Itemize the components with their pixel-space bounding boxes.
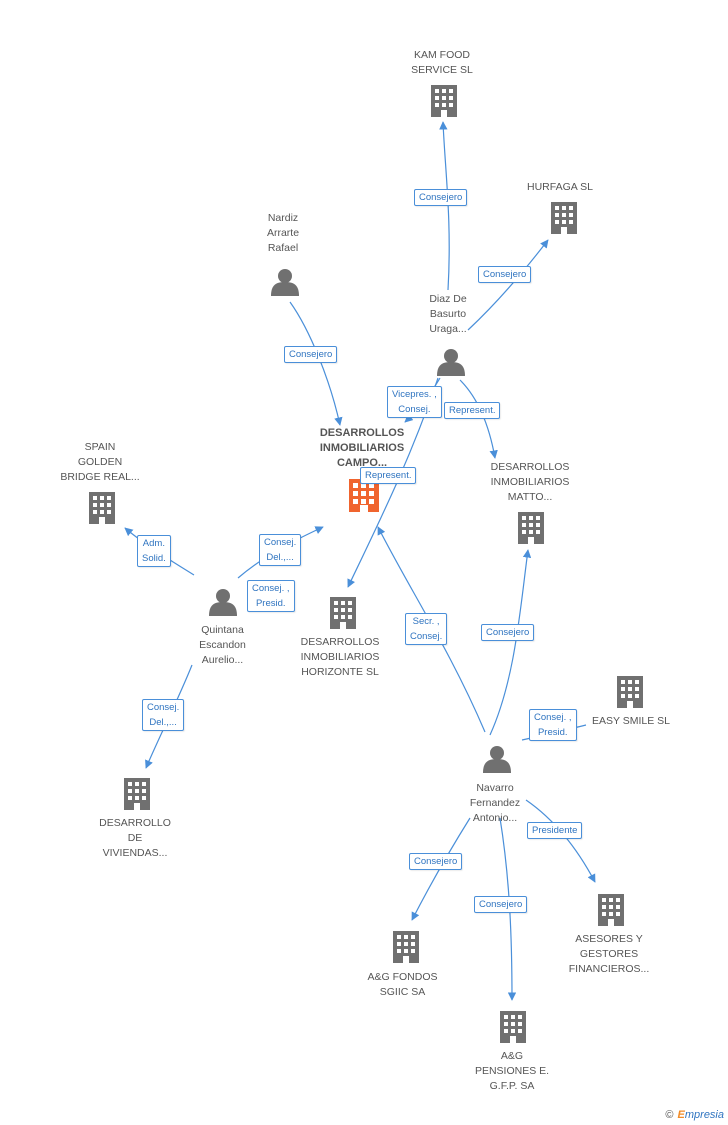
node-label-quintana[interactable]: Quintana Escandon Aurelio... [199, 624, 246, 666]
node-label-main[interactable]: DESARROLLOS INMOBILIARIOS CAMPO... [319, 427, 405, 469]
building-icon-hurfaga[interactable] [551, 202, 577, 234]
edge-label-navarro-easy[interactable]: Consej. , Presid. [529, 709, 577, 741]
building-icon-kam-food[interactable] [431, 85, 457, 117]
edge-diaz-kam [439, 121, 450, 291]
edge-label-quintana-horizonte[interactable]: Consej. , Presid. [247, 580, 295, 612]
edge-navarro-asesores [525, 799, 596, 883]
node-label-nardiz[interactable]: Nardiz Arrarte Rafael [266, 212, 300, 254]
edge-label-quintana-main[interactable]: Consej. Del.,... [259, 534, 302, 566]
brand-initial: E [677, 1109, 685, 1121]
node-label-easy-smile[interactable]: EASY SMILE SL [591, 715, 670, 727]
edge-label-diaz-matto[interactable]: Represent. [444, 402, 501, 419]
edge-navarro-matto [489, 549, 532, 736]
building-icon-asesores[interactable] [598, 894, 624, 926]
edge-nardiz-main [289, 301, 343, 426]
node-label-horizonte[interactable]: DESARROLLOS INMOBILIARIOS HORIZONTE SL [300, 636, 380, 678]
edge-label-navarro-matto[interactable]: Consejero [481, 624, 535, 641]
edge-label-nardiz-main[interactable]: Consejero [284, 346, 338, 363]
building-icon-ag-fondos[interactable] [393, 931, 419, 963]
edge-label-quintana-viviendas[interactable]: Consej. Del.,... [142, 699, 185, 731]
building-icon-ag-pensiones[interactable] [500, 1011, 526, 1043]
edge-diaz-hurfaga [467, 239, 549, 331]
building-icon-spain-golden[interactable] [89, 492, 115, 524]
node-label-ag-fondos[interactable]: A&G FONDOS SGIIC SA [367, 971, 438, 998]
edge-label-navarro-fondos[interactable]: Consejero [409, 853, 463, 870]
edge-label-diaz-main[interactable]: Vicepres. , Consej. [387, 386, 442, 418]
node-label-hurfaga[interactable]: HURFAGA SL [527, 181, 593, 193]
edge-diaz-matto [459, 379, 498, 459]
node-label-asesores[interactable]: ASESORES Y GESTORES FINANCIEROS... [568, 933, 650, 975]
person-icon-nardiz[interactable] [271, 269, 299, 296]
building-icon-viviendas[interactable] [124, 778, 150, 810]
node-label-navarro[interactable]: Navarro Fernandez Antonio... [469, 782, 521, 824]
edge-label-diaz-hurfaga[interactable]: Consejero [478, 266, 532, 283]
node-label-viviendas[interactable]: DESARROLLO DE VIVIENDAS... [99, 817, 171, 859]
empresia-logo: ©Empresia [665, 1109, 724, 1121]
person-icon-quintana[interactable] [209, 589, 237, 616]
node-label-diaz[interactable]: Diaz De Basurto Uraga... [429, 293, 467, 335]
edge-label-quintana-spain[interactable]: Adm. Solid. [137, 535, 171, 567]
copyright-symbol: © [665, 1109, 674, 1121]
node-label-spain-golden[interactable]: SPAIN GOLDEN BRIDGE REAL... [60, 441, 140, 483]
building-icon-easy-smile[interactable] [617, 676, 643, 708]
edge-label-diaz-kam[interactable]: Consejero [414, 189, 468, 206]
building-icon-main[interactable] [349, 479, 379, 512]
brand-name: mpresia [684, 1109, 724, 1121]
person-icon-diaz[interactable] [437, 349, 465, 376]
building-icon-matto[interactable] [518, 512, 544, 544]
edge-label-navarro-main[interactable]: Secr. , Consej. [405, 613, 448, 645]
edge-label-navarro-pensiones[interactable]: Consejero [474, 896, 528, 913]
node-label-matto[interactable]: DESARROLLOS INMOBILIARIOS MATTO... [490, 461, 570, 503]
edge-label-diaz-horizonte[interactable]: Represent. [360, 467, 417, 484]
node-label-ag-pensiones[interactable]: A&G PENSIONES E. G.F.P. SA [474, 1050, 550, 1092]
edge-label-navarro-asesores[interactable]: Presidente [527, 822, 583, 839]
node-label-kam-food[interactable]: KAM FOOD SERVICE SL [411, 49, 473, 76]
building-icon-horizonte[interactable] [330, 597, 356, 629]
person-icon-navarro[interactable] [483, 746, 511, 773]
